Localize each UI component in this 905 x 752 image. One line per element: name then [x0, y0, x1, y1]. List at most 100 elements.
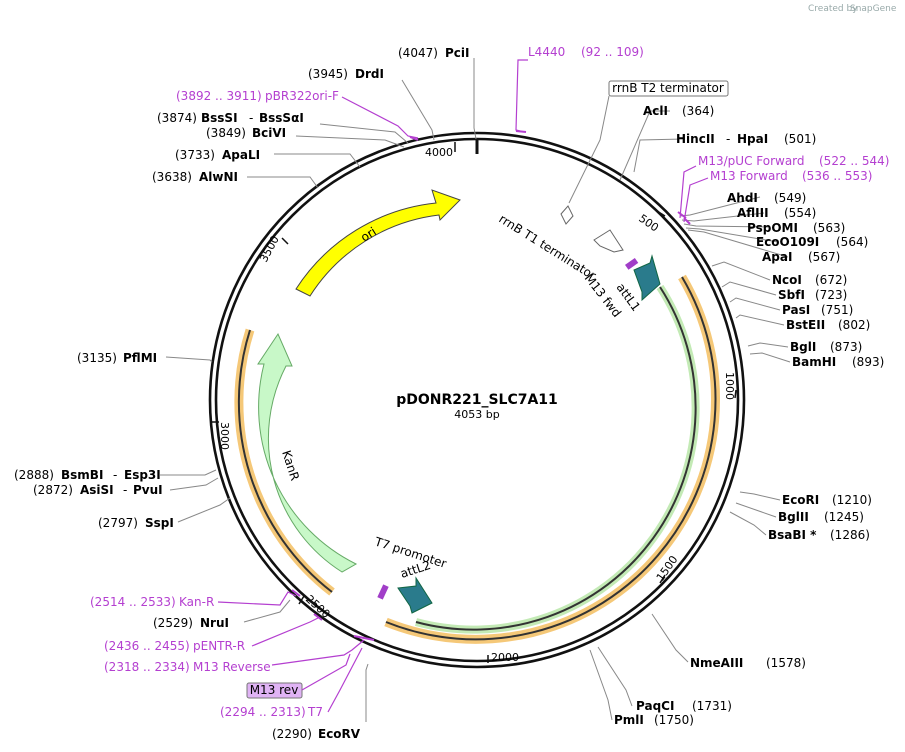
kanr-feature	[257, 332, 358, 573]
primer-range-6: (2318 .. 2334)	[104, 660, 190, 674]
rrnb-t2-label: rrnB T2 terminator	[612, 81, 724, 95]
enz-pos-16: (563)	[813, 221, 845, 235]
primer-range-7: (2294 .. 2313)	[220, 705, 306, 719]
rrnb-t1-label: rrnB T1 terminator	[496, 212, 598, 283]
orf-arc-outer-line	[385, 276, 717, 641]
enz-pos-18: (567)	[808, 250, 840, 264]
enz-name-12: AclI	[643, 104, 668, 118]
m13rev-box	[246, 682, 303, 699]
enz-name-21: PasI	[782, 303, 810, 317]
enz-name-10: NruI	[200, 616, 229, 630]
enz-name-25: EcoRI	[782, 493, 819, 507]
primer-leaders	[217, 59, 709, 713]
t7promoter-feature	[377, 584, 389, 600]
enz-name-28: NmeAIII	[690, 656, 743, 670]
plasmid-name: pDONR221_SLC7A11	[396, 392, 558, 408]
enz-name-23: BglI	[790, 340, 816, 354]
enz-name-6: PflMI	[123, 351, 157, 365]
m13fwd-feature	[625, 257, 639, 270]
enz-name-2: BssSI	[201, 111, 238, 125]
enz-sep-8: -	[123, 483, 127, 497]
backbone-outer	[208, 131, 746, 669]
enz-name-19: NcoI	[772, 273, 802, 287]
enz-pos-20: (723)	[815, 288, 847, 302]
enz-pos-17: (564)	[836, 235, 868, 249]
enz-pos-0: (4047)	[398, 46, 438, 60]
orf-arc-outer	[384, 274, 721, 644]
enz-pos-3: (3849)	[206, 126, 246, 140]
enz-name-9: SspI	[145, 516, 174, 530]
ori-feature	[295, 189, 461, 297]
enz-name-4: ApaLI	[222, 148, 260, 162]
tick-500: 500	[636, 212, 661, 235]
enz-name-27: BsaBI *	[768, 528, 817, 542]
tick-2000: 2000	[491, 651, 519, 664]
enz-pos-26: (1245)	[824, 510, 864, 524]
enz-pos-12: (364)	[682, 104, 714, 118]
primer-range-1: (3892 .. 3911)	[176, 89, 262, 103]
primer-range-4: (2514 .. 2533)	[90, 595, 176, 609]
m13fwd-label: M13 fwd	[582, 271, 624, 320]
enz-name-15: AflIII	[737, 206, 769, 220]
enz-pos-30: (1750)	[654, 713, 694, 727]
enz-pos-4: (3733)	[175, 148, 215, 162]
enz-pos-1: (3945)	[308, 67, 348, 81]
enz-pos-25: (1210)	[832, 493, 872, 507]
primer-name-2: M13/pUC Forward	[698, 154, 805, 168]
enz-name-30: PmlI	[614, 713, 644, 727]
primer-name-4: Kan-R	[179, 595, 214, 609]
enz-pos-28: (1578)	[766, 656, 806, 670]
enz-name-0: PciI	[445, 46, 470, 60]
enz-name-22: BstEII	[786, 318, 825, 332]
enz-pos-6: (3135)	[77, 351, 117, 365]
rrnb-t2-box	[608, 80, 729, 97]
enz-name-26: BglII	[778, 510, 809, 524]
enz-pos-2: (3874)	[157, 111, 197, 125]
enz-pos-19: (672)	[815, 273, 847, 287]
enz-pos-29: (1731)	[692, 699, 732, 713]
enz-name-3: BciVI	[252, 126, 286, 140]
enz-sep-13: -	[726, 132, 730, 146]
enz-name-8: AsiSI	[80, 483, 114, 497]
orf-arc-inner	[414, 284, 700, 634]
tick-1000: 1000	[723, 372, 736, 400]
enz-pos-24: (893)	[852, 355, 884, 369]
enz-sep-2: -	[249, 111, 253, 125]
attl2-feature	[397, 576, 433, 614]
plasmid-length: 4053 bp	[454, 408, 499, 421]
primer-marks	[291, 130, 691, 641]
primer-range-3: (536 .. 553)	[802, 169, 872, 183]
enz-pos-22: (802)	[838, 318, 870, 332]
kan-primer-arc-line	[237, 329, 333, 593]
enz-name-16: PspOMI	[747, 221, 798, 235]
enz-pos-7: (2888)	[14, 468, 54, 482]
enz-name-7: BsmBI	[61, 468, 103, 482]
attl1-feature	[633, 254, 661, 302]
primer-range-0: (92 .. 109)	[581, 45, 644, 59]
enz-name-24: BamHI	[792, 355, 836, 369]
enz-name-11: EcoRV	[318, 727, 361, 741]
rrnb-t1-feature	[593, 229, 624, 253]
primer-name-7: T7	[307, 705, 323, 719]
enz-sep-7: -	[113, 468, 117, 482]
enz-name-14: AhdI	[727, 191, 758, 205]
enz-pos-23: (873)	[830, 340, 862, 354]
primer-name-5: pENTR-R	[193, 639, 245, 653]
enz-name-17: EcoO109I	[756, 235, 819, 249]
enz-name2-7: Esp3I	[124, 468, 161, 482]
tick-3000: 3000	[218, 422, 231, 450]
primer-name-3: M13 Forward	[710, 169, 788, 183]
enz-pos-8: (2872)	[33, 483, 73, 497]
credit-prefix: Created by	[808, 4, 858, 14]
primer-name-6: M13 Reverse	[193, 660, 271, 674]
enz-pos-9: (2797)	[98, 516, 138, 530]
enz-pos-13: (501)	[784, 132, 816, 146]
enz-name-13: HincII	[676, 132, 715, 146]
enz-pos-11: (2290)	[272, 727, 312, 741]
enz-name-18: ApaI	[762, 250, 792, 264]
m13rev-label: M13 rev	[250, 683, 299, 697]
enz-name-5: AlwNI	[199, 170, 238, 184]
enz-pos-10: (2529)	[153, 616, 193, 630]
